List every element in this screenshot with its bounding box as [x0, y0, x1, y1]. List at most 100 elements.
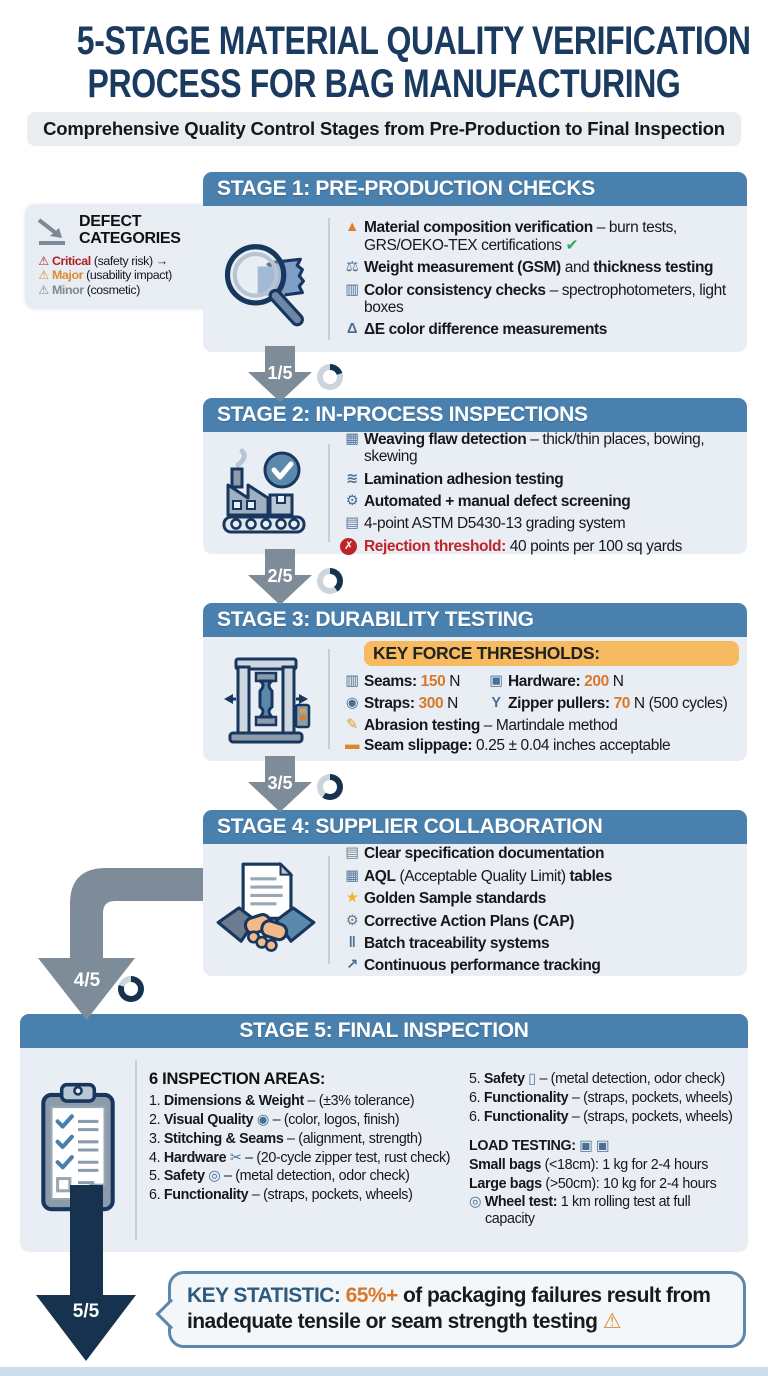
stage-1-body: ▲Material composition verification – bur…: [203, 206, 747, 352]
straps-threshold-icon: ◉: [345, 694, 359, 711]
defect-categories-header: DEFECT CATEGORIES: [35, 213, 201, 248]
key-force-thresholds-pill: KEY FORCE THRESHOLDS:: [364, 641, 739, 667]
stage-2-header: STAGE 2: IN-PROCESS INSPECTIONS: [203, 398, 747, 432]
clipboard-checklist-icon: [40, 1082, 115, 1212]
progress-ring-4: [118, 976, 144, 1002]
page-title-line1: 5-STAGE MATERIAL QUALITY VERIFICATION: [76, 19, 751, 63]
key-statistic-callout: KEY STATISTIC: 65%+ of packaging failure…: [155, 1271, 746, 1348]
area-functionality-2: 6. Functionality – (straps, pockets, whe…: [469, 1090, 733, 1107]
connector-arrow-3: 3/5: [245, 756, 315, 812]
connector-4-label: 4/5: [74, 970, 101, 991]
defect-minor-icon: ⚠: [38, 283, 49, 298]
seam-slippage: ▬Seam slippage: 0.25 ± 0.04 inches accep…: [340, 737, 739, 754]
handshake-document-icon: [216, 861, 315, 952]
stage-3-icon-wrap: [203, 649, 328, 749]
defect-major: ⚠Major (usability impact): [35, 269, 201, 283]
area-visual: 2. Visual Quality ◉ – (color, logos, fin…: [149, 1112, 400, 1129]
stage-1-panel: STAGE 1: PRE-PRODUCTION CHECKS ▲Material…: [203, 172, 747, 352]
area-functionality: 6. Functionality – (straps, pockets, whe…: [149, 1187, 413, 1204]
page-subtitle: Comprehensive Quality Control Stages fro…: [27, 112, 741, 146]
stage-4-icon-wrap: [203, 858, 328, 962]
batch-traceability: ‖Batch traceability systems: [340, 935, 739, 952]
golden-sample: ★Golden Sample standards: [340, 890, 739, 907]
hardware-threshold-icon: ▣: [489, 672, 503, 689]
tensile-tester-icon: [223, 657, 310, 744]
area-safety-2: 5. Safety ▯ – (metal detection, odor che…: [469, 1071, 725, 1088]
delta-e-measurement-icon: Δ: [346, 321, 358, 338]
lamination-adhesion: ≋Lamination adhesion testing: [340, 471, 739, 488]
corrective-action-icon: ⚙: [345, 912, 359, 929]
divider: [328, 218, 330, 340]
load-testing-list: 5. Safety ▯ – (metal detection, odor che…: [469, 1070, 740, 1230]
seam-slippage-icon: ▬: [344, 737, 360, 754]
progress-ring-2: [317, 568, 343, 594]
color-consistency: ▥Color consistency checks – spectrophoto…: [340, 282, 739, 317]
defect-categories-callout: DEFECT CATEGORIES ⚠Critical (safety risk…: [25, 204, 223, 309]
trend-down-icon: [37, 218, 65, 245]
area-hardware: 4. Hardware ✂ – (20-cycle zipper test, r…: [149, 1149, 451, 1166]
material-composition-icon: ▲: [345, 219, 359, 236]
stage-4-bullets: ▤Clear specification documentation▦AQL (…: [330, 835, 747, 985]
inspection-areas-list: 1. Dimensions & Weight – (±3% tolerance)…: [149, 1092, 455, 1206]
material-composition: ▲Material composition verification – bur…: [340, 219, 739, 254]
grading-system: ▤4-point ASTM D5430-13 grading system: [340, 515, 739, 532]
aql-tables-icon: ▦: [345, 867, 359, 884]
seams-threshold: ▥Seams: 150 N: [340, 673, 480, 690]
rejection-threshold: ✗Rejection threshold: 40 points per 100 …: [340, 537, 739, 555]
key-statistic-text: KEY STATISTIC: 65%+ of packaging failure…: [187, 1284, 711, 1334]
connector-2-label: 2/5: [267, 566, 292, 586]
performance-tracking: ↗Continuous performance tracking: [340, 957, 739, 974]
callout-tail: [155, 1298, 187, 1330]
stage-1-header: STAGE 1: PRE-PRODUCTION CHECKS: [203, 172, 747, 206]
stage-4-panel: STAGE 4: SUPPLIER COLLABORATION ▤Clear s…: [203, 810, 747, 976]
area-safety: 5. Safety ◎ – (metal detection, odor che…: [149, 1168, 410, 1185]
area-dimensions: 1. Dimensions & Weight – (±3% tolerance): [149, 1093, 415, 1110]
stage-3-extra-bullets: ✎Abrasion testing – Martindale method▬Se…: [340, 715, 739, 757]
defect-screening-icon: ⚙: [345, 493, 359, 509]
stage-1-icon-wrap: [203, 227, 328, 331]
abrasion-testing-icon: ✎: [346, 717, 358, 734]
stage-2-bullets: ▦Weaving flaw detection – thick/thin pla…: [330, 420, 747, 565]
connector-arrow-1: 1/5: [245, 346, 315, 402]
spec-documentation-icon: ▤: [345, 845, 359, 862]
defect-categories-list: ⚠Critical (safety risk) →⚠Major (usabili…: [35, 254, 201, 299]
weaving-flaw: ▦Weaving flaw detection – thick/thin pla…: [340, 431, 739, 466]
stage-2-body: ▦Weaving flaw detection – thick/thin pla…: [203, 431, 747, 555]
stage-5-icon-wrap: [20, 1080, 135, 1220]
weight-measurement-icon: ⚖: [345, 259, 359, 276]
weaving-flaw-icon: ▦: [345, 430, 359, 447]
load-small-bags: Small bags (<18cm): 1 kg for 2-4 hours: [469, 1156, 708, 1173]
straps-threshold: ◉Straps: 300 N: [340, 695, 480, 712]
stage-5-panel: STAGE 5: FINAL INSPECTION: [20, 1014, 748, 1252]
golden-sample-icon: ★: [345, 890, 359, 907]
wheel-test: ◎ Wheel test: 1 km rolling test at full …: [469, 1194, 691, 1228]
stage-5-columns: 6 INSPECTION AREAS: 1. Dimensions & Weig…: [137, 1060, 748, 1240]
inspection-areas-title: 6 INSPECTION AREAS:: [149, 1069, 326, 1088]
stage-2-panel: STAGE 2: IN-PROCESS INSPECTIONS: [203, 398, 747, 555]
load-testing-title: LOAD TESTING: ▣ ▣: [469, 1138, 610, 1155]
defect-categories-title: DEFECT CATEGORIES: [79, 213, 181, 247]
seams-threshold-icon: ▥: [345, 672, 359, 689]
bottom-accent-strip: [0, 1367, 768, 1376]
lamination-adhesion-icon: ≋: [346, 470, 358, 487]
divider: [328, 649, 330, 749]
connector-arrow-4: 4/5: [30, 858, 210, 1028]
stage-5-body: 6 INSPECTION AREAS: 1. Dimensions & Weig…: [20, 1048, 748, 1252]
hardware-threshold: ▣Hardware: 200 N: [484, 673, 739, 690]
weight-measurement: ⚖Weight measurement (GSM) and thickness …: [340, 259, 739, 276]
rejection-threshold-icon: ✗: [340, 537, 357, 555]
inspection-areas-column: 6 INSPECTION AREAS: 1. Dimensions & Weig…: [149, 1070, 455, 1230]
area-functionality-3: 6. Functionality – (straps, pockets, whe…: [469, 1108, 733, 1125]
connector-arrow-5: 5/5: [28, 1185, 148, 1363]
stage-1-bullets: ▲Material composition verification – bur…: [330, 209, 747, 349]
force-thresholds-grid: ▥Seams: 150 N▣Hardware: 200 N◉Straps: 30…: [340, 670, 739, 715]
performance-tracking-icon: ↗: [346, 957, 358, 974]
spec-documentation: ▤Clear specification documentation: [340, 845, 739, 862]
corrective-action: ⚙Corrective Action Plans (CAP): [340, 913, 739, 930]
stage-2-icon-wrap: [203, 443, 328, 543]
stage-4-header: STAGE 4: SUPPLIER COLLABORATION: [203, 810, 747, 844]
divider: [328, 444, 330, 542]
connector-5-label: 5/5: [73, 1301, 100, 1322]
stage-3-panel: STAGE 3: DURABILITY TESTING KEY: [203, 603, 747, 761]
